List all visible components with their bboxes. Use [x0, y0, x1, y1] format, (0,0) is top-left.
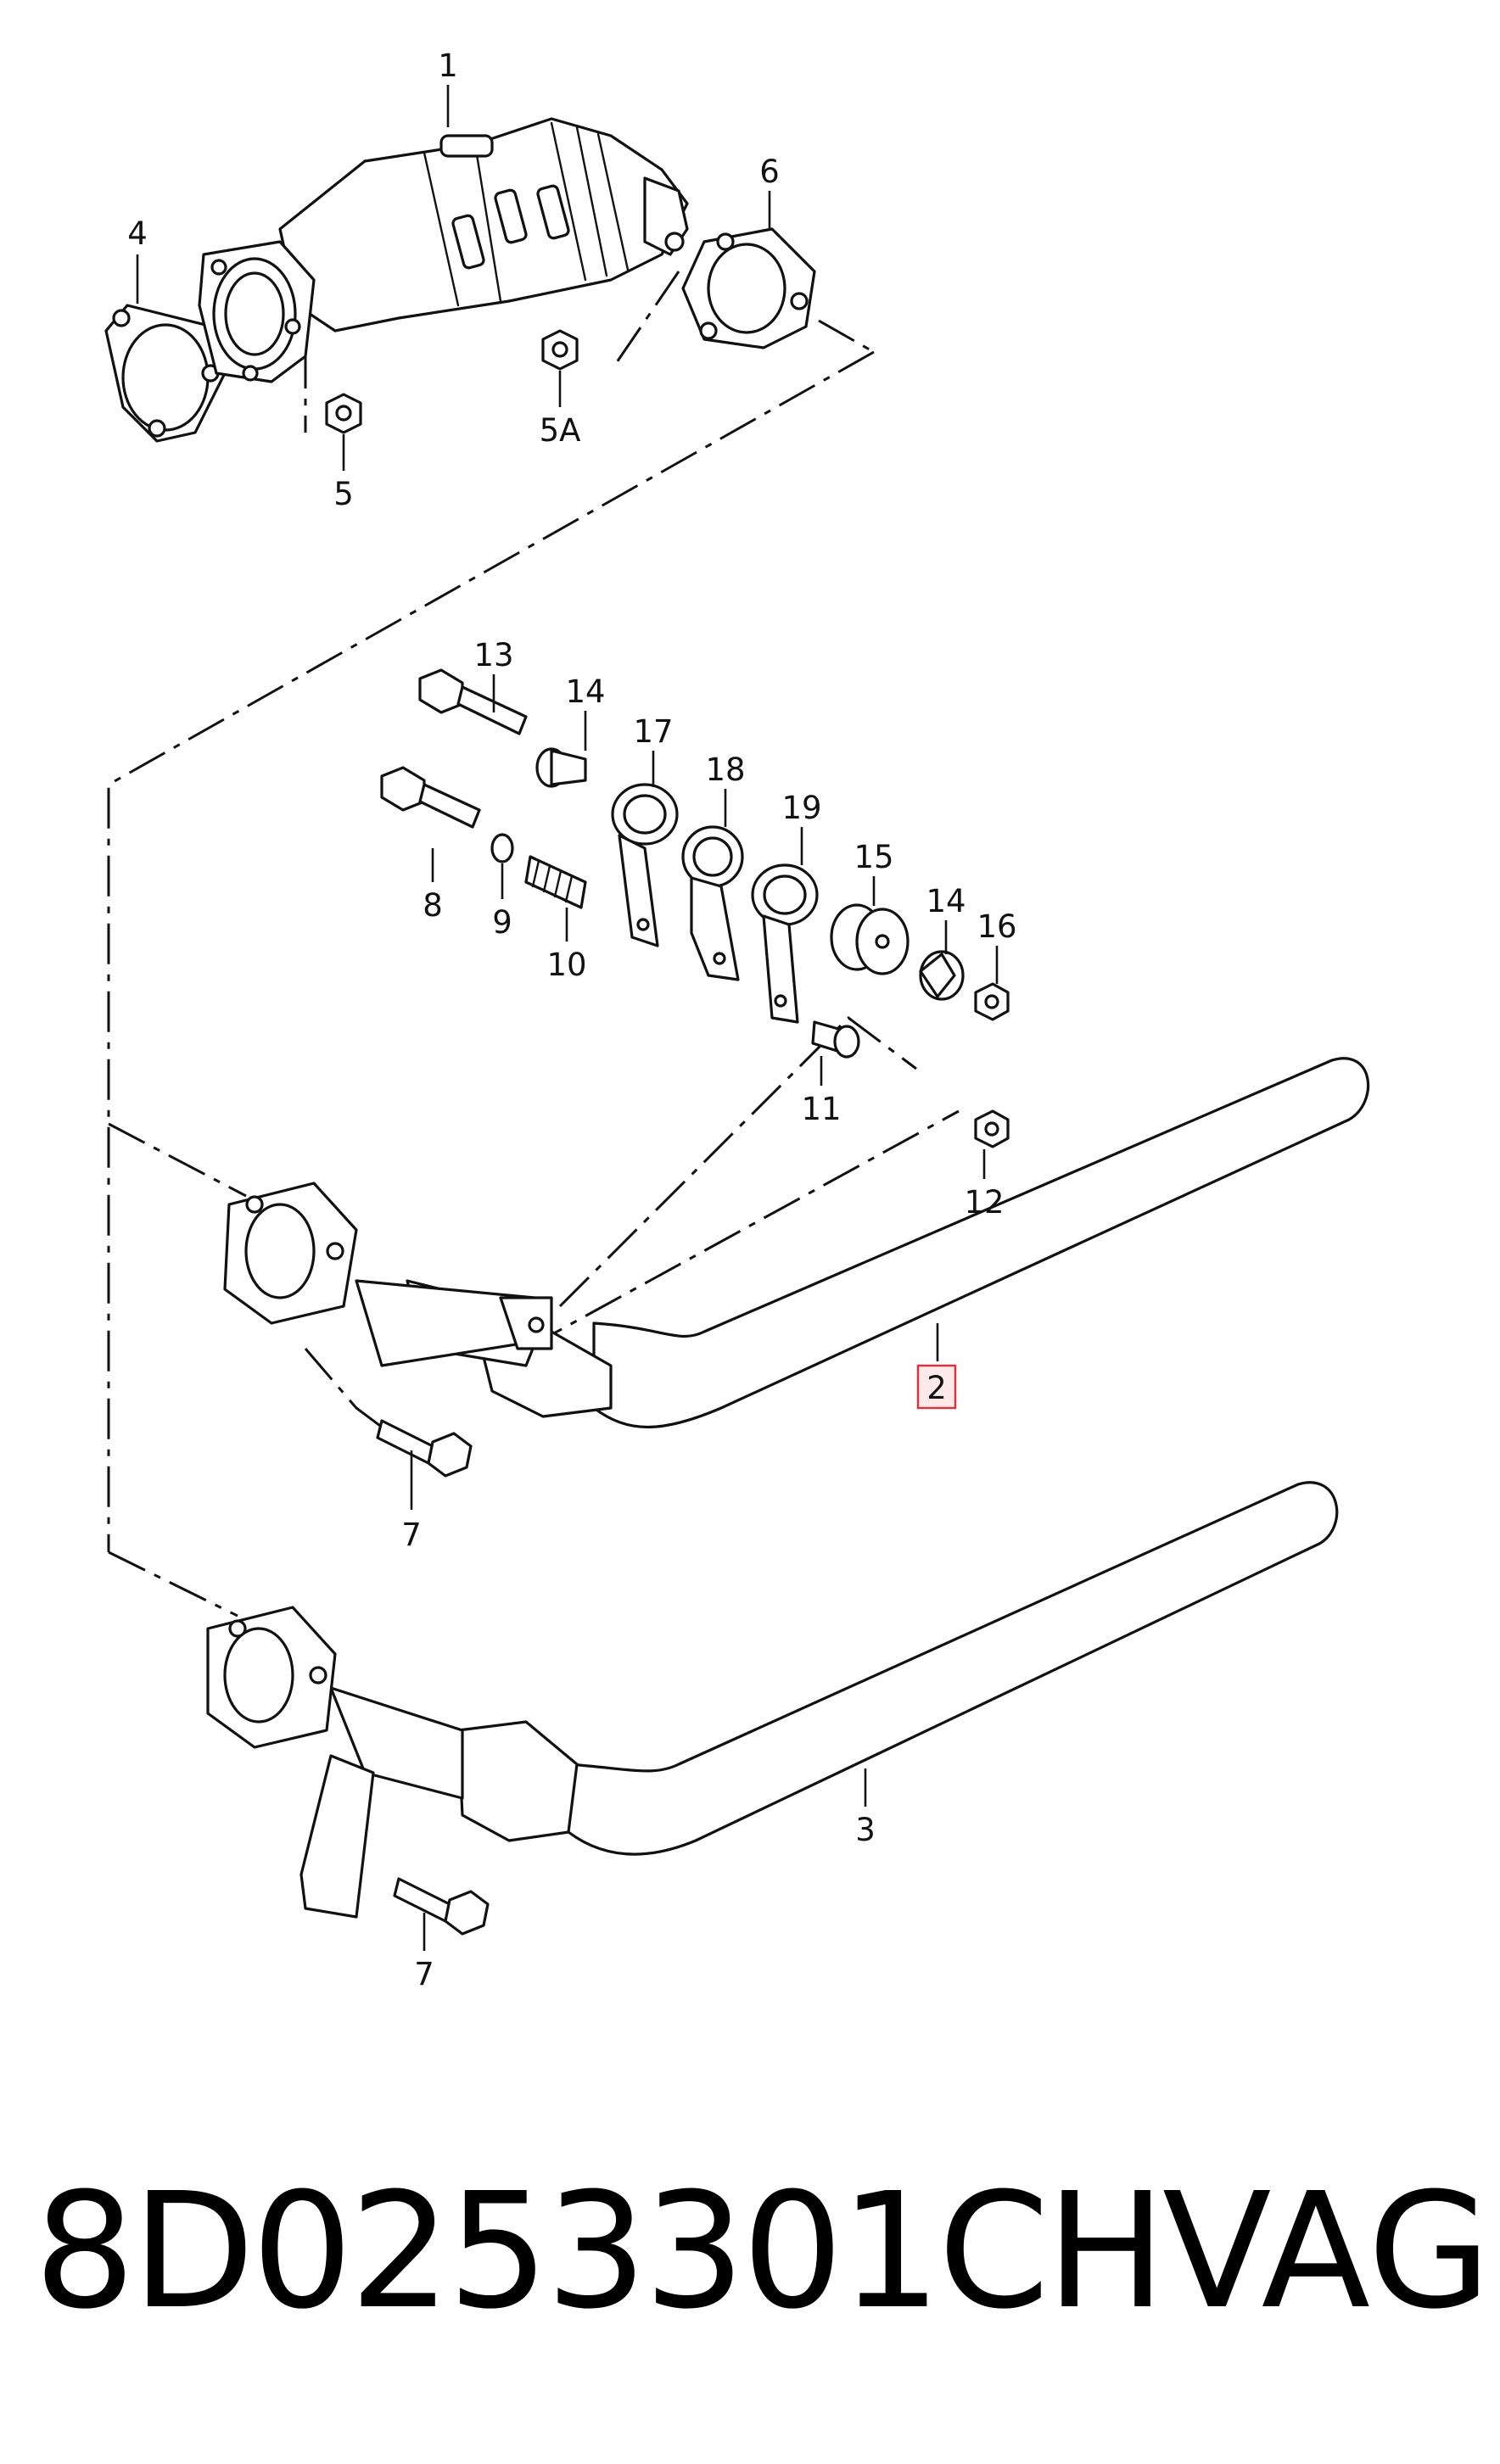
callout-4: 4	[127, 215, 148, 252]
callout-19: 19	[781, 790, 821, 826]
sleeve-part-14-upper	[535, 747, 587, 788]
nut-part-5a	[541, 329, 579, 371]
part-number: 8D0253301CH	[34, 2159, 1166, 2344]
converter-inlet-flange	[198, 240, 316, 383]
callout-18: 18	[705, 751, 745, 788]
bolt-part-8	[380, 766, 481, 829]
bracket-part-19	[751, 863, 819, 1024]
callout-6: 6	[759, 154, 780, 190]
sleeve-part-11	[811, 1020, 860, 1059]
bolt-part-7-upper	[376, 1419, 473, 1478]
exhaust-parts-diagram: 1 2 3 4 5 5A 6 7 7 8 9 10 11 12 13 14 14…	[104, 47, 1370, 1992]
front-exhaust-pipe-part-2	[223, 1057, 1370, 1428]
brand-name: VAG	[1162, 2159, 1492, 2344]
callout-13: 13	[473, 637, 513, 673]
callout-10: 10	[546, 947, 586, 983]
callout-3: 3	[855, 1812, 876, 1848]
callout-11: 11	[801, 1091, 841, 1127]
callout-1: 1	[438, 47, 458, 84]
spring-part-10	[524, 855, 587, 909]
rubber-mount-part-15	[830, 903, 910, 975]
callout-5a: 5A	[540, 412, 581, 449]
washer-part-9	[490, 833, 514, 863]
callout-2: 2	[926, 1370, 947, 1406]
bracket-part-18	[681, 825, 744, 981]
nut-part-16	[974, 982, 1010, 1021]
callout-7-upper: 7	[401, 1517, 422, 1553]
catalytic-converter-part-1	[278, 117, 689, 332]
callout-14-upper: 14	[565, 673, 605, 710]
bracket-part-17	[611, 783, 679, 947]
callout-7-lower: 7	[414, 1956, 434, 1992]
bolt-part-7-lower	[393, 1877, 490, 1936]
assembly-guide-lines	[107, 271, 960, 1618]
gasket-part-4	[104, 304, 227, 443]
callout-leaders	[136, 85, 999, 1951]
callout-17: 17	[633, 713, 673, 750]
callout-16: 16	[977, 908, 1016, 945]
callout-15: 15	[854, 839, 893, 875]
nut-part-5	[325, 393, 362, 434]
gasket-part-6	[681, 227, 816, 349]
callout-9: 9	[492, 904, 512, 941]
exhaust-pipe-part-3	[206, 1481, 1339, 1919]
nut-part-12	[974, 1109, 1010, 1148]
callout-8: 8	[423, 887, 443, 924]
callout-5: 5	[333, 476, 354, 512]
sleeve-part-14-lower	[919, 950, 965, 1001]
callout-2-highlight-box	[916, 1364, 957, 1410]
callout-12: 12	[964, 1184, 1004, 1221]
callout-14-lower: 14	[926, 883, 965, 919]
bolt-part-13	[418, 668, 528, 735]
callout-labels: 1 2 3 4 5 5A 6 7 7 8 9 10 11 12 13 14 14…	[127, 47, 1016, 1992]
